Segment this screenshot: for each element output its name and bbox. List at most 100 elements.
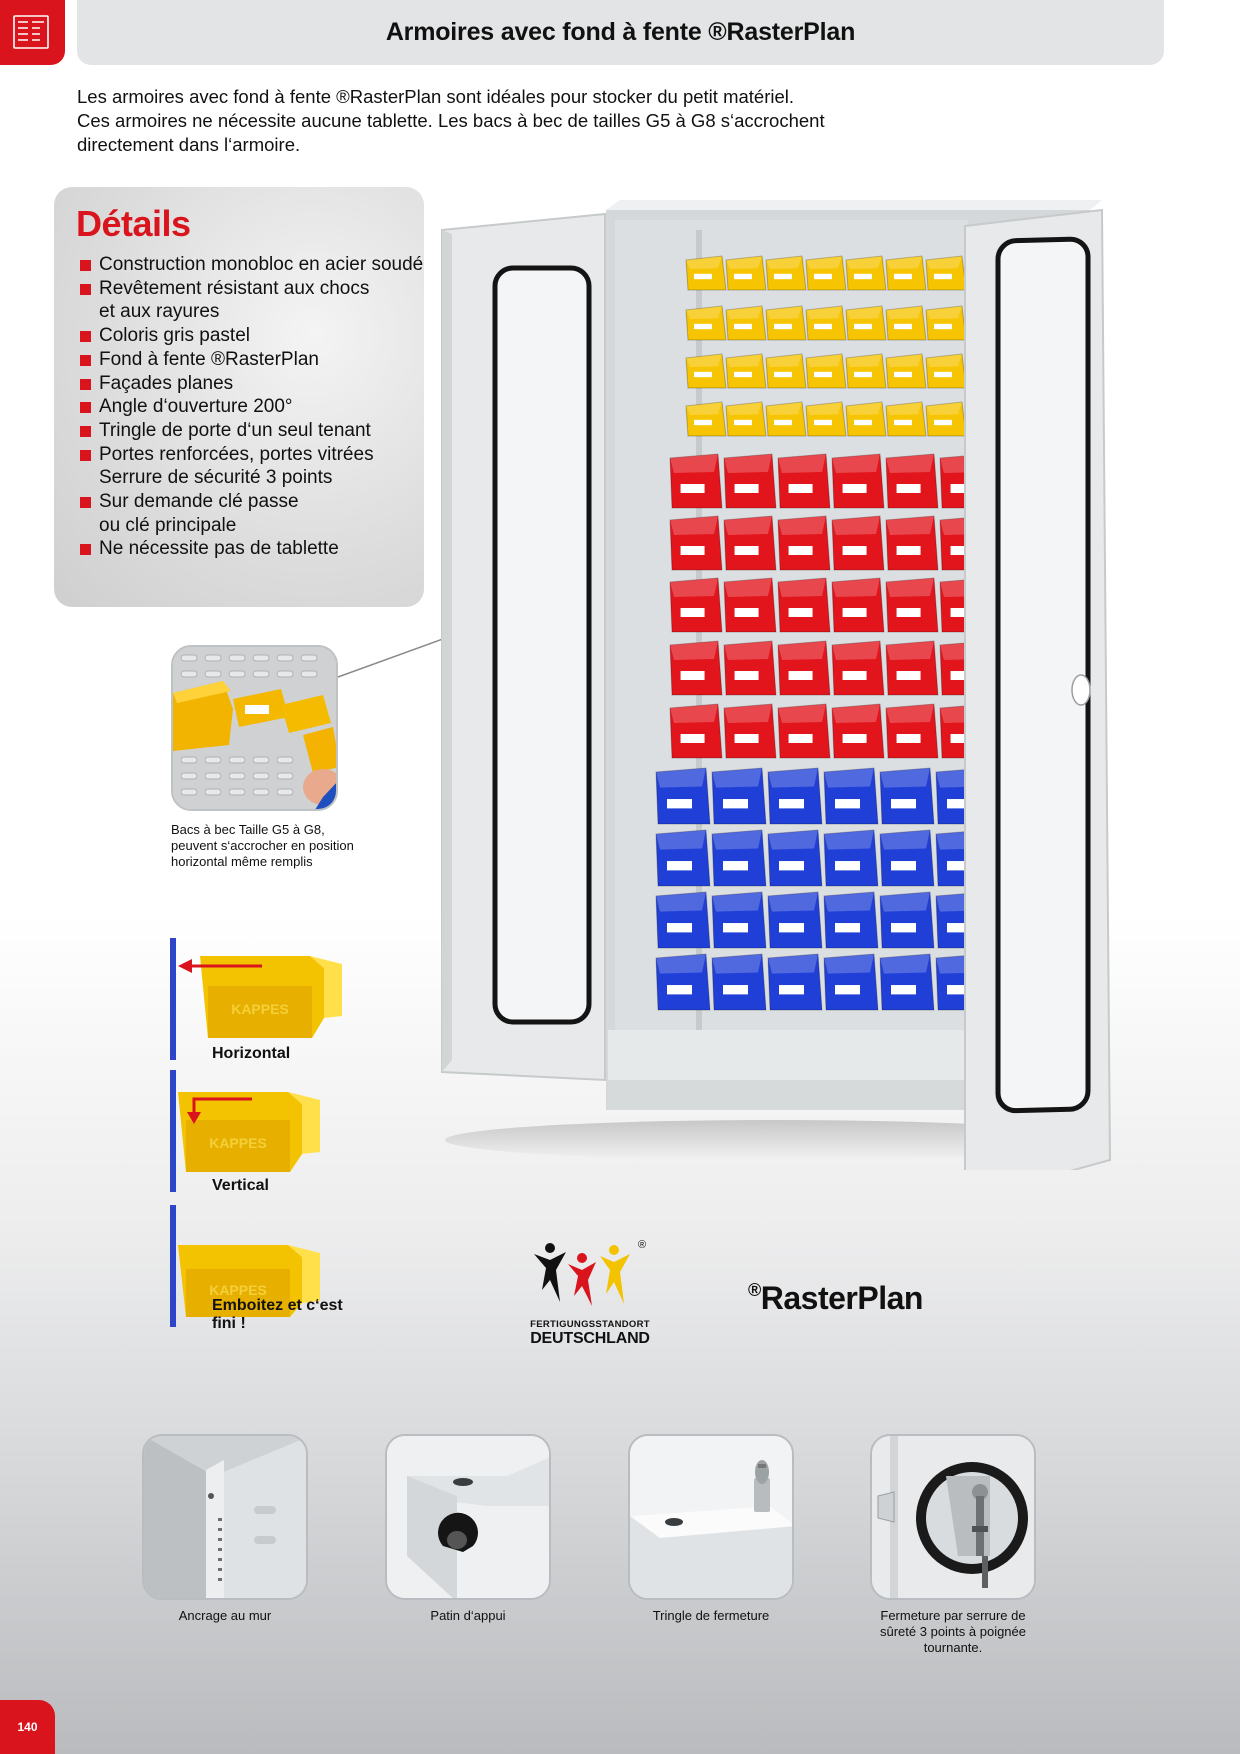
storage-bin: [685, 401, 727, 437]
storage-bin: [925, 305, 967, 341]
svg-text:KAPPES: KAPPES: [209, 1135, 267, 1151]
storage-bin: [805, 353, 847, 389]
cabinet-image: [441, 200, 1112, 1170]
3point-lock-photo: [870, 1434, 1036, 1600]
feature-caption: Patin d‘appui: [430, 1608, 506, 1623]
storage-bin: [879, 953, 935, 1011]
locking-rod-photo: [628, 1434, 794, 1600]
storage-bin: [725, 305, 767, 341]
storage-bin: [767, 829, 823, 887]
intro-line: Les armoires avec fond à fente ®RasterPl…: [77, 86, 795, 107]
storage-bin: [725, 255, 767, 291]
storage-bin: [925, 353, 967, 389]
storage-bin: [879, 767, 935, 825]
mount-snap: KAPPES Emboitez et c‘est fini !: [170, 1205, 370, 1332]
storage-bin: [823, 953, 879, 1011]
registered-mark: ®: [748, 1280, 761, 1300]
details-item: Coloris gris pastel: [80, 324, 423, 348]
storage-bin: [723, 640, 777, 696]
support-foot-photo: [385, 1434, 551, 1600]
mount-label: Emboitez et c‘est fini !: [212, 1297, 343, 1332]
storage-bin: [823, 829, 879, 887]
made-in-small: FERTIGUNGSSTANDORT: [530, 1319, 650, 1330]
feature-caption: Tringle de fermeture: [652, 1608, 770, 1623]
details-item: Angle d‘ouverture 200°: [80, 395, 423, 419]
feature-locking-rod: Tringle de fermeture: [628, 1434, 794, 1624]
storage-bin: [767, 891, 823, 949]
storage-bin: [823, 891, 879, 949]
storage-bin: [885, 401, 927, 437]
storage-bin: [885, 640, 939, 696]
storage-bin: [669, 515, 723, 571]
bullet-icon: [80, 544, 91, 556]
storage-bin: [669, 703, 723, 759]
bullet-icon: [80, 331, 91, 343]
storage-bin: [823, 767, 879, 825]
figures-logo-icon: ®: [534, 1239, 646, 1306]
storage-bin: [777, 577, 831, 633]
storage-bin: [777, 515, 831, 571]
storage-bin: [925, 255, 967, 291]
storage-bin: [777, 453, 831, 509]
storage-bin: [669, 640, 723, 696]
storage-bin: [669, 577, 723, 633]
storage-bin: [925, 401, 967, 437]
storage-bin: [831, 515, 885, 571]
storage-bin: [879, 829, 935, 887]
storage-bin: [765, 255, 807, 291]
page-title: Armoires avec fond à fente ®RasterPlan: [385, 18, 856, 46]
storage-bin: [805, 305, 847, 341]
bullet-icon: [80, 402, 91, 414]
brand-name: RasterPlan: [760, 1280, 924, 1316]
caption-line: horizontal même remplis: [171, 854, 313, 869]
storage-bin: [669, 453, 723, 509]
details-item: Sur demande clé passe ou clé principale: [80, 490, 423, 537]
details-item: Tringle de porte d‘un seul tenant: [80, 419, 423, 443]
registered-mark: ®: [638, 1240, 646, 1251]
made-in-germany-logo: ® FERTIGUNGSSTANDORT DEUTSCHLAND: [530, 1239, 650, 1348]
yellow-bin-icon: KAPPES: [178, 1245, 320, 1317]
storage-bin: [723, 515, 777, 571]
storage-bin: [685, 255, 727, 291]
details-title: Détails: [76, 203, 191, 244]
storage-bin: [685, 305, 727, 341]
storage-bin: [767, 767, 823, 825]
intro-line: Ces armoires ne nécessite aucune tablett…: [77, 110, 825, 131]
storage-bin: [845, 353, 887, 389]
bullet-icon: [80, 449, 91, 461]
details-item: Revêtement résistant aux chocs et aux ra…: [80, 277, 423, 324]
storage-bin: [831, 577, 885, 633]
storage-bin: [655, 953, 711, 1011]
feature-wall-anchor: Ancrage au mur: [142, 1434, 308, 1624]
bin-hanging-photo: [171, 645, 338, 811]
bullet-icon: [80, 497, 91, 509]
storage-bin: [879, 891, 935, 949]
bullet-icon: [80, 425, 91, 437]
storage-bin: [725, 401, 767, 437]
storage-bin: [845, 401, 887, 437]
section-tab: [0, 0, 65, 65]
storage-bin: [885, 305, 927, 341]
bullet-icon: [80, 378, 91, 390]
details-item: Façades planes: [80, 372, 423, 396]
storage-bin: [805, 255, 847, 291]
yellow-bin-icon: KAPPES: [178, 1092, 320, 1172]
storage-bin: [777, 640, 831, 696]
shelving-icon: [13, 15, 49, 49]
intro-line: directement dans l‘armoire.: [77, 134, 301, 155]
storage-bin: [711, 767, 767, 825]
storage-bin: [805, 401, 847, 437]
storage-bin: [831, 703, 885, 759]
yellow-bin-icon: KAPPES: [200, 956, 342, 1038]
made-in-large: DEUTSCHLAND: [530, 1330, 650, 1347]
storage-bin: [845, 305, 887, 341]
page-number: 140: [0, 1700, 55, 1754]
storage-bin: [765, 401, 807, 437]
storage-bin: [765, 353, 807, 389]
storage-bin: [725, 353, 767, 389]
feature-3point-lock: Fermeture par serrure de sûreté 3 points…: [870, 1434, 1036, 1656]
storage-bin: [655, 829, 711, 887]
storage-bin: [885, 255, 927, 291]
storage-bin: [723, 703, 777, 759]
storage-bin: [845, 255, 887, 291]
